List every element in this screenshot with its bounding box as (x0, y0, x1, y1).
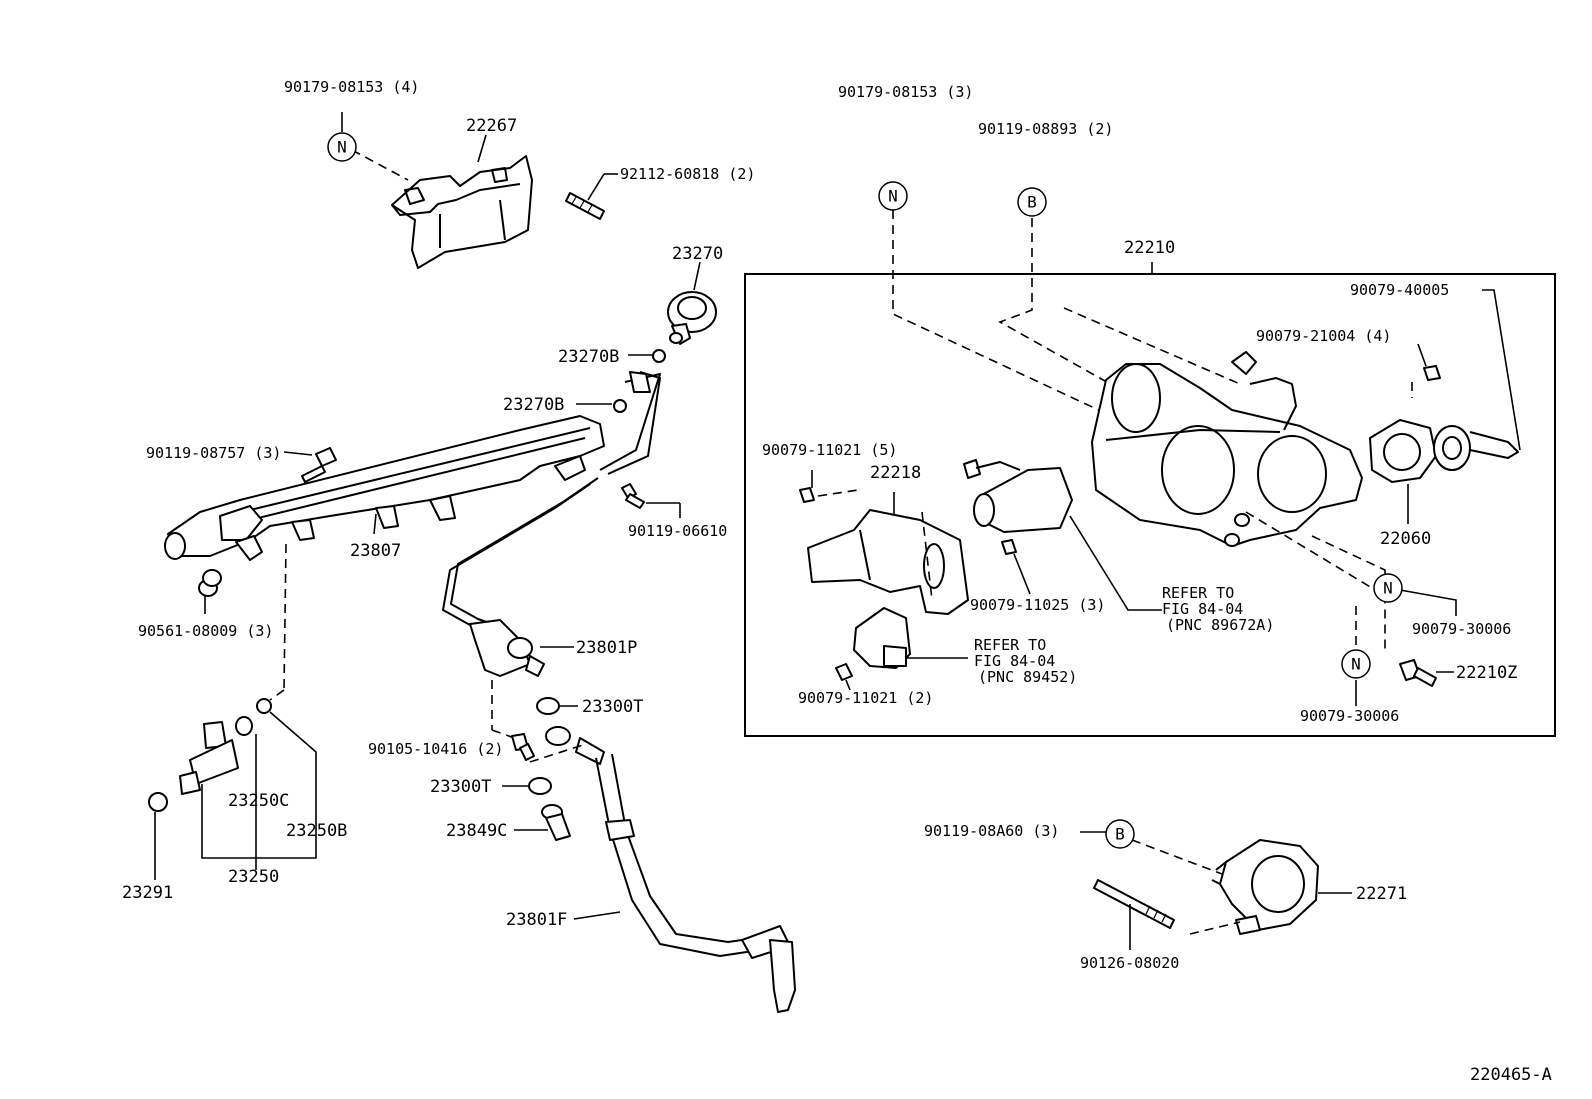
injector-23250 (179, 721, 239, 795)
svg-text:N: N (337, 138, 347, 157)
label-23807: 23807 (350, 541, 401, 561)
label-23270b-a: 23270B (558, 347, 619, 367)
bolt-90105-10416 (511, 733, 535, 761)
stud-90126-08020 (1093, 879, 1175, 929)
bolt-23849C (541, 804, 571, 841)
svg-text:B: B (1027, 193, 1037, 212)
label-23849c: 23849C (446, 821, 507, 841)
refer2-line2: FIG 84-04 (974, 652, 1055, 670)
label-23250: 23250 (228, 867, 279, 887)
label-90079-11025: 90079-11025 (3) (970, 596, 1105, 614)
screw-90079-11021-2 (835, 663, 853, 681)
sensor-22210Z (1399, 659, 1437, 687)
label-90079-21004: 90079-21004 (4) (1256, 327, 1391, 345)
label-23300t-a: 23300T (582, 697, 643, 717)
bolt-90119-08757 (301, 447, 337, 483)
collar-90561-08009 (198, 569, 222, 597)
label-23801p: 23801P (576, 638, 637, 658)
label-22210: 22210 (1124, 238, 1175, 258)
label-22271: 22271 (1356, 884, 1407, 904)
label-90119-06610: 90119-06610 (628, 522, 727, 540)
union-23801P (469, 619, 545, 677)
label-90119-08893: 90119-08893 (2) (978, 120, 1113, 138)
svg-text:N: N (888, 187, 898, 206)
bracket-22267 (391, 155, 533, 269)
label-90079-11021-5: 90079-11021 (5) (762, 441, 897, 459)
stud-92112-60818 (565, 192, 605, 220)
marker-n-bottom: N (1341, 649, 1371, 679)
isc-valve-22060 (1369, 419, 1471, 483)
screw-90079-21004 (1423, 365, 1441, 381)
hose-23801F (545, 726, 796, 1013)
label-90126-08020: 90126-08020 (1080, 954, 1179, 972)
label-90105-10416: 90105-10416 (2) (368, 740, 503, 758)
label-23270b-b: 23270B (503, 395, 564, 415)
motor-unit (963, 459, 1073, 533)
label-90079-30006-b: 90079-30006 (1300, 707, 1399, 725)
svg-text:B: B (1115, 825, 1125, 844)
label-22060: 22060 (1380, 529, 1431, 549)
label-90179-08153-3: 90179-08153 (3) (838, 83, 973, 101)
marker-n-right: N (1373, 573, 1403, 603)
label-92112-60818: 92112-60818 (2) (620, 165, 755, 183)
label-90561-08009: 90561-08009 (3) (138, 622, 273, 640)
marker-b-bottom: B (1105, 819, 1135, 849)
label-22267: 22267 (466, 116, 517, 136)
label-23801f: 23801F (506, 910, 567, 930)
fuel-rail-23807 (164, 415, 605, 561)
svg-text:N: N (1383, 579, 1393, 598)
label-23270: 23270 (672, 244, 723, 264)
marker-b-top: B (1017, 187, 1047, 217)
pressure-regulator-23270 (667, 291, 717, 345)
bolt-90119-06610 (621, 483, 645, 509)
label-90179-08153-4: 90179-08153 (4) (284, 78, 419, 96)
marker-n-left: N (327, 132, 357, 162)
screw-90079-11025 (1001, 539, 1017, 555)
label-90119-08a60: 90119-08A60 (3) (924, 822, 1059, 840)
label-23250b: 23250B (286, 821, 347, 841)
sensor-unit (853, 607, 911, 669)
label-90119-08757: 90119-08757 (3) (146, 444, 281, 462)
svg-text:N: N (1351, 655, 1361, 674)
label-23250c: 23250C (228, 791, 289, 811)
throttle-body (1091, 351, 1363, 547)
refer1-line2: FIG 84-04 (1162, 600, 1243, 618)
label-22210z: 22210Z (1456, 663, 1517, 683)
label-22218: 22218 (870, 463, 921, 483)
refer2-line1: REFER TO (974, 636, 1046, 654)
refer2-line3: (PNC 89452) (978, 668, 1077, 686)
label-90079-11021-2: 90079-11021 (2) (798, 689, 933, 707)
diagram-id: 220465-A (1470, 1065, 1552, 1085)
label-23291: 23291 (122, 883, 173, 903)
label-90079-30006-a: 90079-30006 (1412, 620, 1511, 638)
label-23300t-b: 23300T (430, 777, 491, 797)
screw-90079-11021-5 (799, 487, 815, 503)
sensor-22218 (807, 509, 969, 615)
label-90079-40005: 90079-40005 (1350, 281, 1449, 299)
marker-n-top: N (878, 181, 908, 211)
assembly-box-22210 (744, 273, 1556, 737)
refer1-line1: REFER TO (1162, 584, 1234, 602)
spacer-22271 (1211, 839, 1319, 935)
refer1-line3: (PNC 89672A) (1166, 616, 1274, 634)
